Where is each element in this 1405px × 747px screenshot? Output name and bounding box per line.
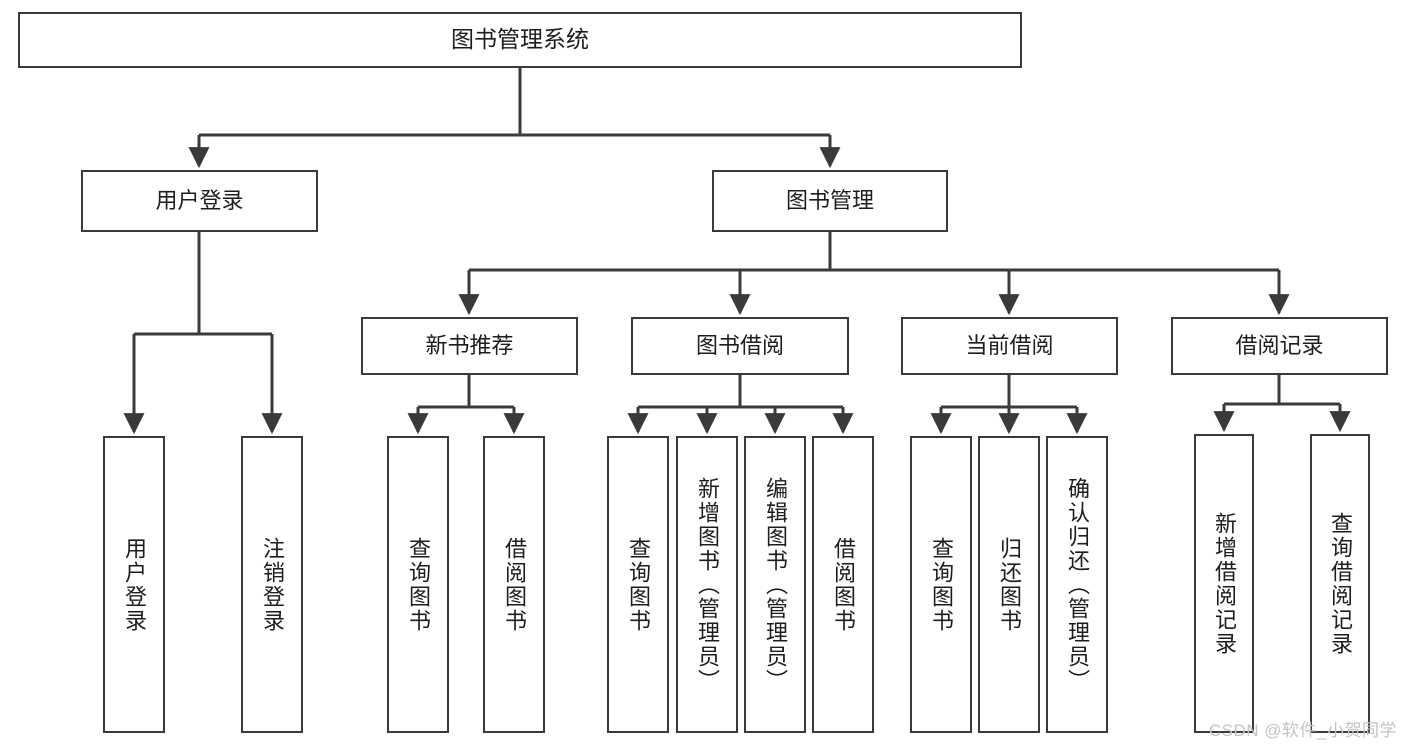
leaf-query-borrow-record-label: 查询借阅记录 (1328, 511, 1353, 656)
leaf-query-book-1[interactable]: 查询图书 (387, 436, 449, 733)
leaf-add-book-admin[interactable]: 新增图书（管理员） (676, 436, 738, 733)
node-root-system[interactable]: 图书管理系统 (18, 12, 1022, 68)
node-new-book-recommend-label: 新书推荐 (425, 333, 514, 359)
leaf-borrow-book-2[interactable]: 借阅图书 (812, 436, 874, 733)
node-book-manage-label: 图书管理 (785, 188, 874, 214)
node-root-system-label: 图书管理系统 (451, 26, 589, 53)
leaf-query-book-1-label: 查询图书 (406, 536, 431, 633)
node-borrow-record[interactable]: 借阅记录 (1171, 317, 1388, 375)
leaf-borrow-book-2-label: 借阅图书 (831, 536, 856, 633)
node-new-book-recommend[interactable]: 新书推荐 (361, 317, 578, 375)
leaf-query-book-2-label: 查询图书 (626, 536, 651, 633)
leaf-query-book-3-label: 查询图书 (929, 536, 954, 633)
node-current-borrow[interactable]: 当前借阅 (901, 317, 1118, 375)
leaf-borrow-book-1[interactable]: 借阅图书 (483, 436, 545, 733)
node-current-borrow-label: 当前借阅 (965, 333, 1054, 359)
leaf-borrow-book-1-label: 借阅图书 (502, 536, 527, 633)
leaf-add-borrow-record-label: 新增借阅记录 (1212, 511, 1237, 656)
leaf-user-login[interactable]: 用户登录 (103, 436, 165, 733)
leaf-confirm-return-admin-label: 确认归还（管理员） (1065, 476, 1090, 693)
leaf-add-borrow-record[interactable]: 新增借阅记录 (1194, 434, 1254, 733)
leaf-logout-login[interactable]: 注销登录 (241, 436, 303, 733)
node-book-borrow[interactable]: 图书借阅 (631, 317, 849, 375)
leaf-add-book-admin-label: 新增图书（管理员） (695, 476, 720, 693)
leaf-query-book-2[interactable]: 查询图书 (607, 436, 669, 733)
leaf-logout-login-label: 注销登录 (260, 536, 285, 633)
node-user-login-label: 用户登录 (155, 188, 244, 214)
leaf-confirm-return-admin[interactable]: 确认归还（管理员） (1046, 436, 1108, 733)
leaf-user-login-label: 用户登录 (122, 536, 147, 633)
node-book-manage[interactable]: 图书管理 (712, 170, 948, 232)
leaf-query-borrow-record[interactable]: 查询借阅记录 (1310, 434, 1370, 733)
leaf-return-book[interactable]: 归还图书 (978, 436, 1040, 733)
leaf-edit-book-admin[interactable]: 编辑图书（管理员） (744, 436, 806, 733)
leaf-return-book-label: 归还图书 (997, 536, 1022, 633)
leaf-edit-book-admin-label: 编辑图书（管理员） (763, 476, 788, 693)
leaf-query-book-3[interactable]: 查询图书 (910, 436, 972, 733)
node-borrow-record-label: 借阅记录 (1235, 333, 1324, 359)
node-user-login[interactable]: 用户登录 (81, 170, 318, 232)
node-book-borrow-label: 图书借阅 (695, 333, 784, 359)
